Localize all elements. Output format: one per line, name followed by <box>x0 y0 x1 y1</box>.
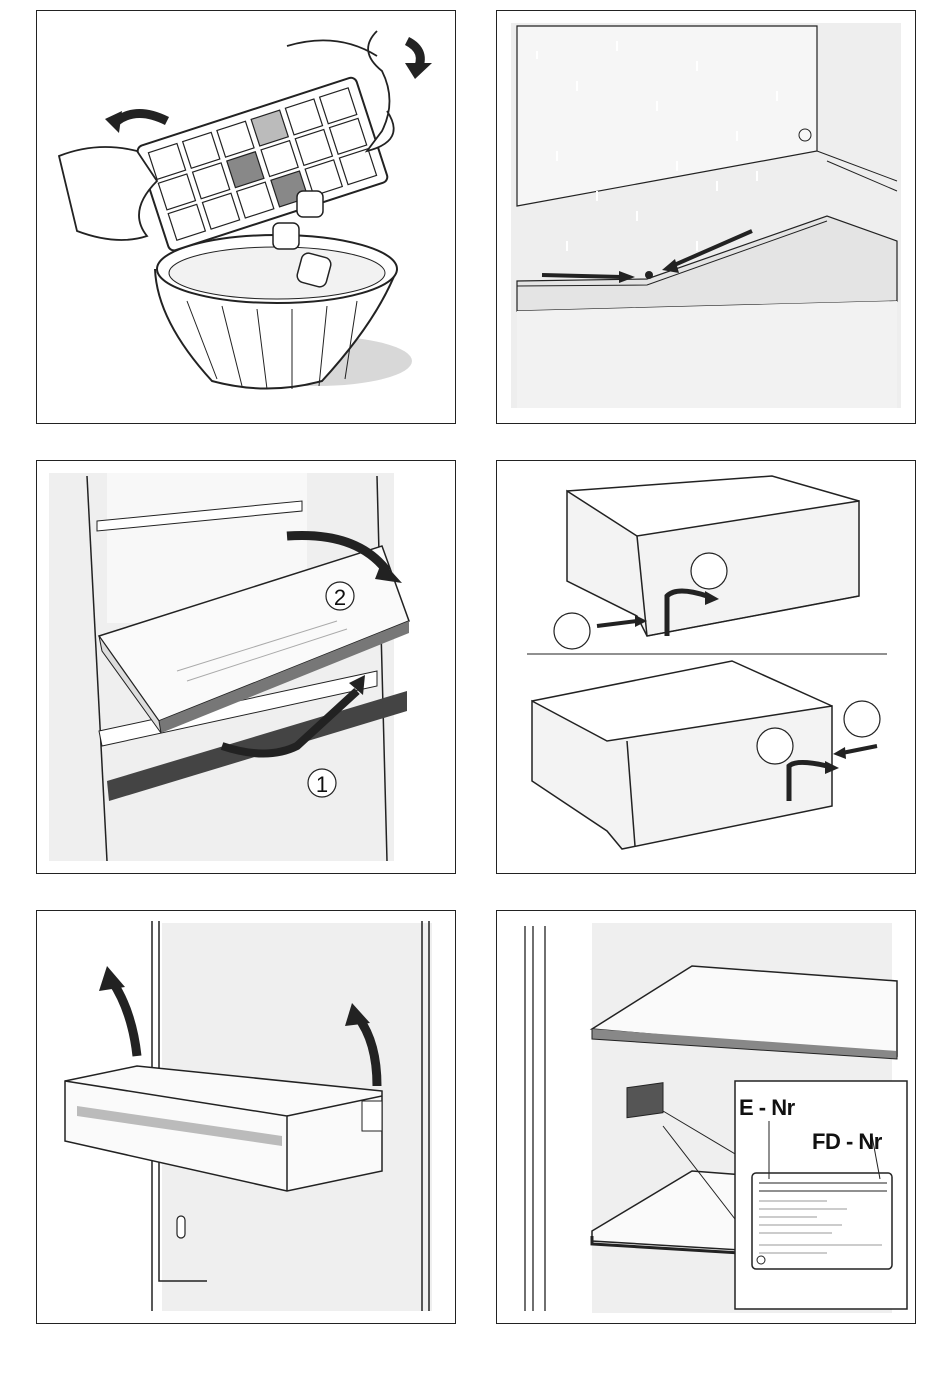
fd-nr-label: FD - Nr <box>812 1129 882 1155</box>
panel-ice-tray <box>36 10 456 424</box>
panel-drawer-removal <box>496 460 916 874</box>
drawer-illustration <box>497 461 916 874</box>
panel-door-shelf <box>36 910 456 1324</box>
step-1-label: 1 <box>308 772 336 798</box>
step-2-label: 2 <box>326 585 354 611</box>
panel-defrost-drain <box>496 10 916 424</box>
panel-shelf-removal: 2 1 <box>36 460 456 874</box>
drain-channel-illustration <box>497 11 916 424</box>
e-nr-label: E - Nr <box>739 1095 795 1121</box>
shelf-illustration <box>37 461 456 874</box>
door-shelf-illustration <box>37 911 456 1324</box>
rating-plate-illustration <box>497 911 916 1324</box>
panel-rating-plate: E - Nr FD - Nr <box>496 910 916 1324</box>
ice-tray-illustration <box>37 11 456 424</box>
